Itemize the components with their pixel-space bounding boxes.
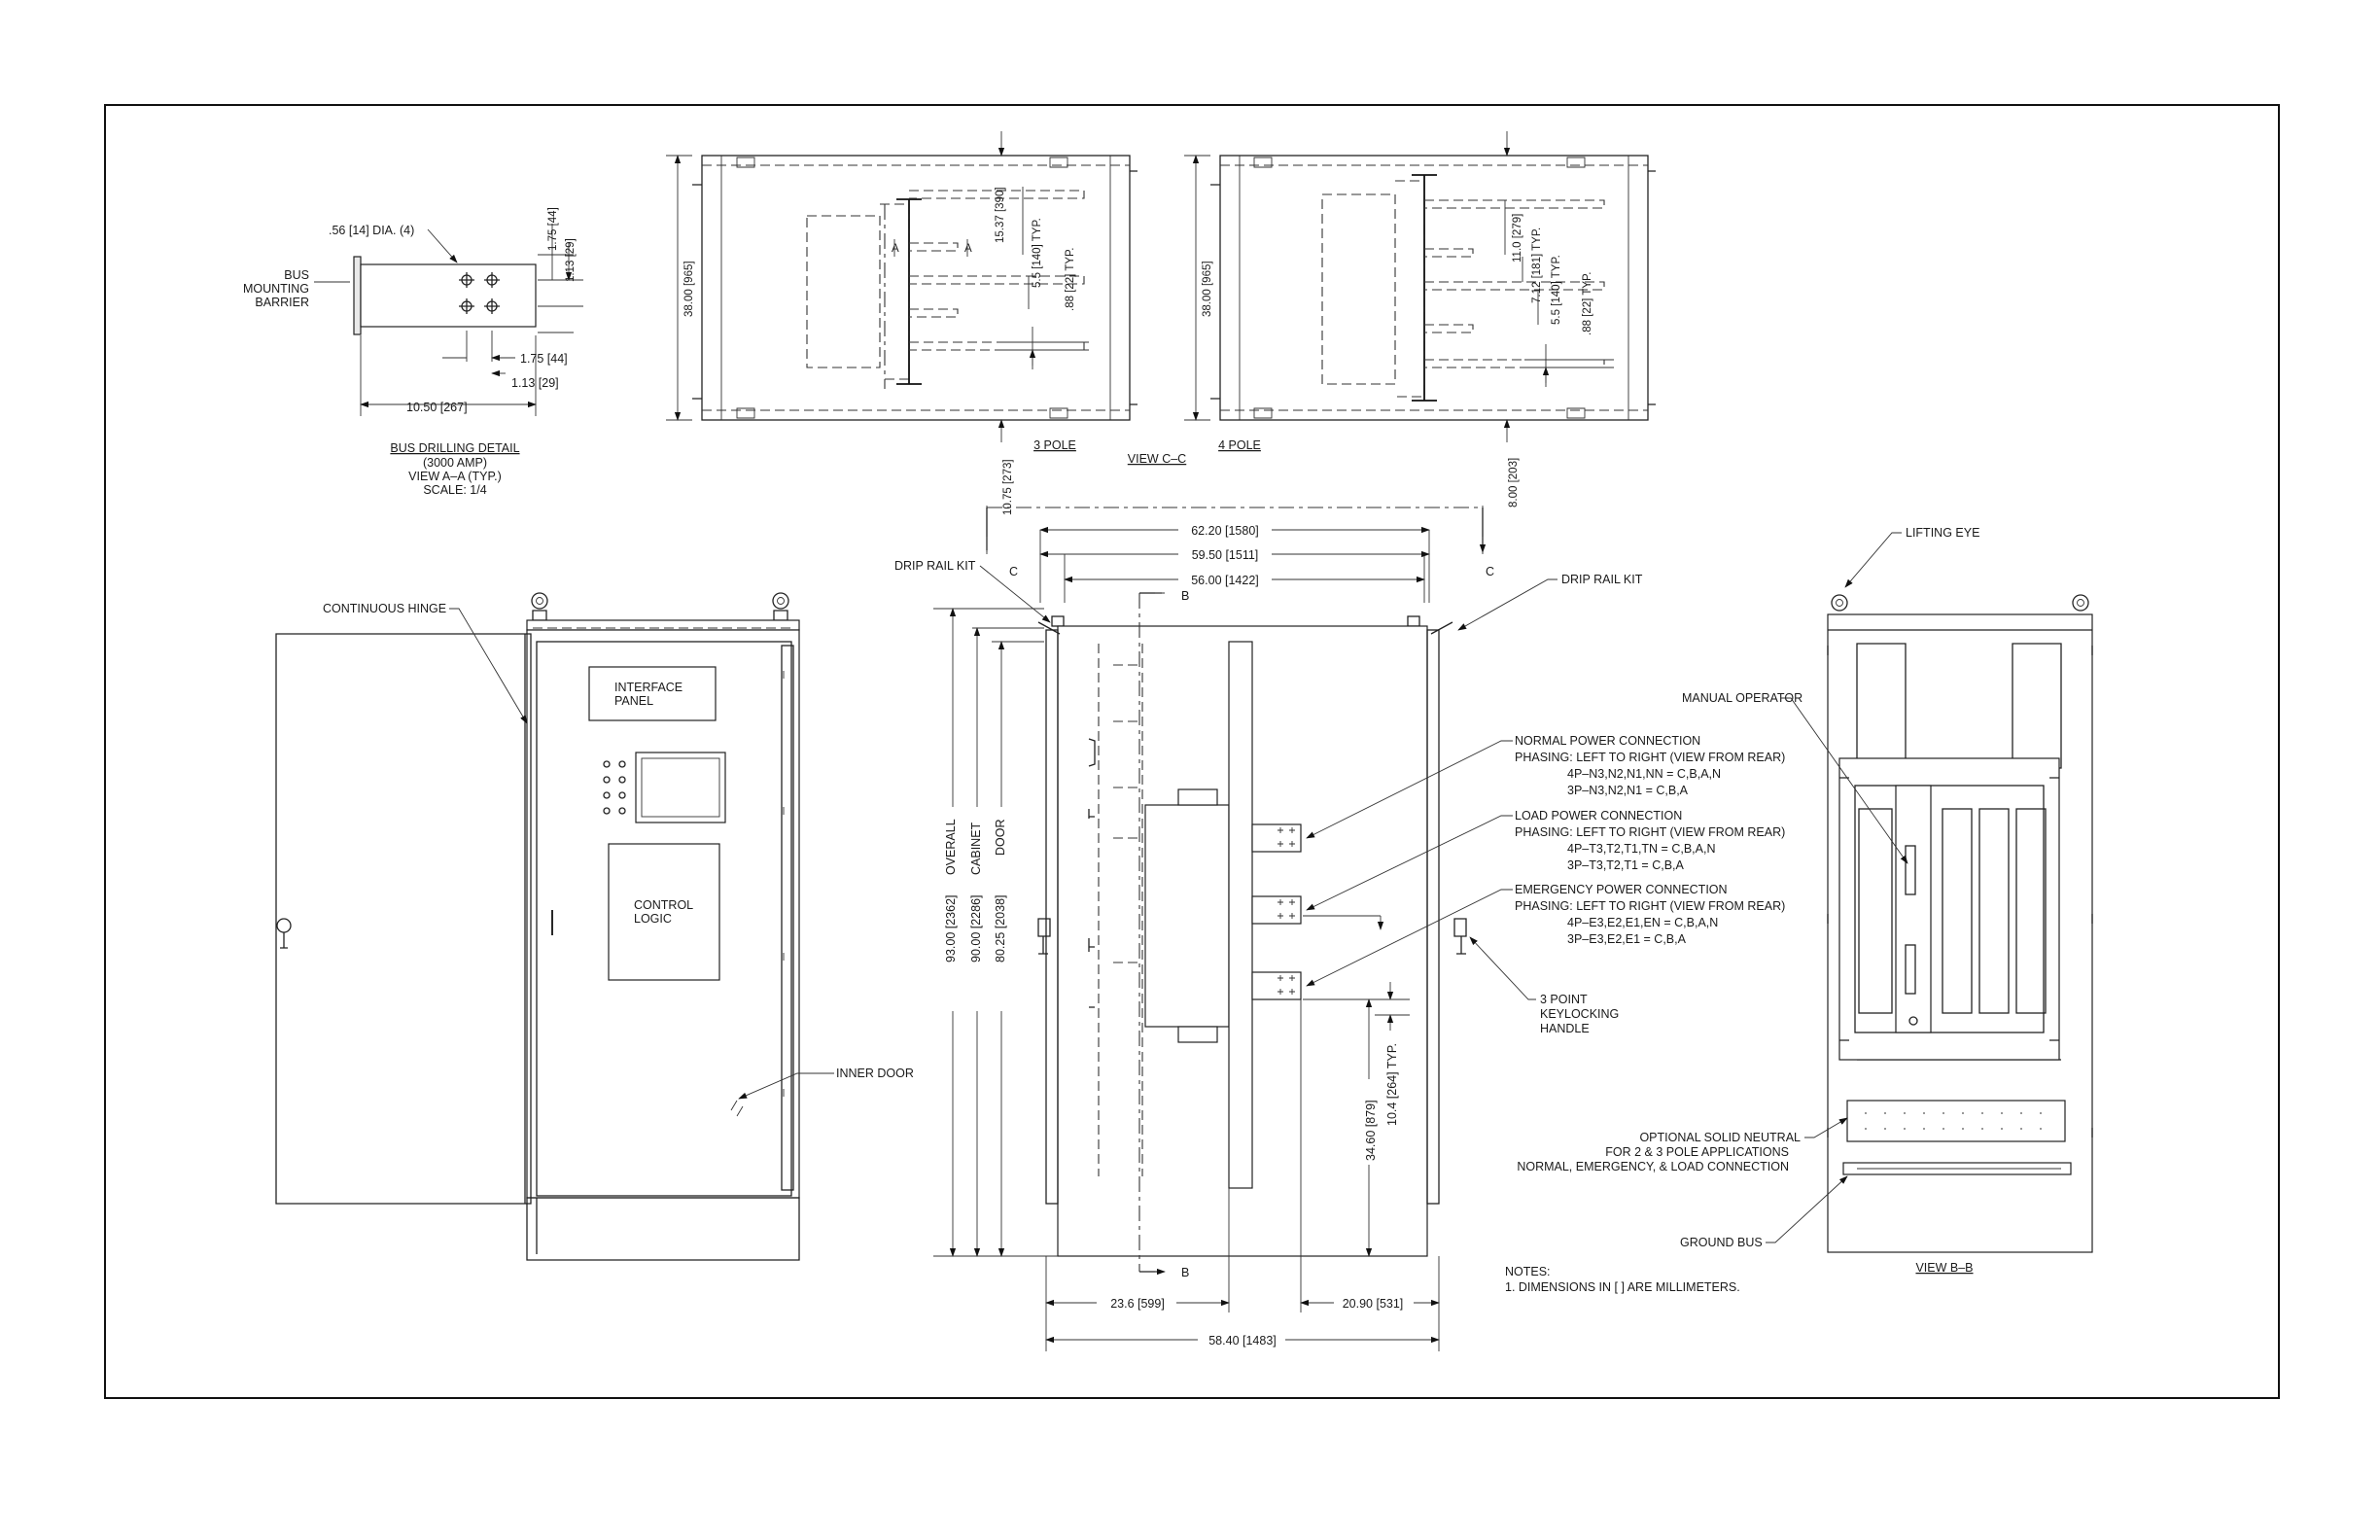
load-conn-4: 3P–T3,T2,T1 = C,B,A [1567, 858, 1685, 872]
dim-34-60: 34.60 [879] [1364, 1100, 1378, 1161]
label-4-pole: 4 POLE [1218, 438, 1261, 452]
dim-bus-bottom2: 1.13 [29] [511, 376, 559, 390]
interface-panel-label-1: INTERFACE [614, 681, 682, 694]
dim-20-90: 20.90 [531] [1343, 1297, 1404, 1311]
dim-4p-depth: 8.00 [203] [1508, 458, 1520, 508]
bus-drilling-detail: .56 [14] DIA. (4) BUS MOUNTING BARRIER 1… [243, 207, 583, 497]
emergency-conn-1: EMERGENCY POWER CONNECTION [1515, 883, 1728, 896]
label-3-pole: 3 POLE [1033, 438, 1076, 452]
dim-bus-top2: 1.13 [29] [565, 238, 577, 282]
drip-rail-label-right: DRIP RAIL KIT [1561, 573, 1643, 586]
dim-3p-height: 38.00 [965] [683, 261, 695, 317]
normal-conn-1: NORMAL POWER CONNECTION [1515, 734, 1700, 748]
control-logic-label-2: LOGIC [634, 912, 672, 926]
load-conn-2: PHASING: LEFT TO RIGHT (VIEW FROM REAR) [1515, 825, 1785, 839]
drip-rail-label-left: DRIP RAIL KIT [894, 559, 976, 573]
dim-bus-width: 10.50 [267] [406, 401, 468, 414]
dim-56-00: 56.00 [1422] [1191, 574, 1259, 587]
interface-panel-label-2: PANEL [614, 694, 653, 708]
emergency-conn-2: PHASING: LEFT TO RIGHT (VIEW FROM REAR) [1515, 899, 1785, 913]
section-a-right: A [964, 243, 972, 255]
neutral-label-3: NORMAL, EMERGENCY, & LOAD CONNECTION [1517, 1160, 1789, 1173]
section-c-left: C [1009, 565, 1018, 578]
bus-detail-caption-1: (3000 AMP) [423, 456, 487, 470]
hole-dia-label: .56 [14] DIA. (4) [329, 224, 414, 237]
bus-detail-caption-3: SCALE: 1/4 [423, 483, 486, 497]
neutral-label-1: OPTIONAL SOLID NEUTRAL [1639, 1131, 1801, 1144]
keylock-label-2: KEYLOCKING [1540, 1007, 1619, 1021]
bus-detail-caption-2: VIEW A–A (TYP.) [408, 470, 502, 483]
view-cc-4-pole: 11.0 [279] 7.12 [181] TYP. 5.5 [140] TYP… [1184, 131, 1656, 508]
notes-line-1: 1. DIMENSIONS IN [ ] ARE MILLIMETERS. [1505, 1280, 1740, 1294]
manual-operator-label: MANUAL OPERATOR [1682, 691, 1802, 705]
normal-conn-3: 4P–N3,N2,N1,NN = C,B,A,N [1567, 767, 1721, 781]
dim-4p-5-5: 5.5 [140] TYP. [1551, 255, 1562, 325]
side-view: 62.20 [1580] 59.50 [1511] 56.00 [1422] C… [894, 506, 1785, 1351]
barrier-label-2: MOUNTING [243, 282, 309, 296]
ground-bus-label: GROUND BUS [1680, 1236, 1763, 1249]
keylock-label-1: 3 POINT [1540, 993, 1588, 1006]
continuous-hinge-label: CONTINUOUS HINGE [323, 602, 446, 615]
barrier-label-1: BUS [284, 268, 309, 282]
dim-bus-top: 1.75 [44] [547, 207, 559, 251]
dim-3p-5-5: 5.5 [140] TYP. [1032, 218, 1043, 288]
view-cc-title: VIEW C–C [1128, 452, 1186, 466]
dim-90-00: 90.00 [2286] [969, 894, 983, 962]
dim-4p-88: .88 [22] TYP. [1582, 272, 1593, 335]
lifting-eye-label: LIFTING EYE [1906, 526, 1979, 540]
dim-10-4: 10.4 [264] TYP. [1385, 1043, 1399, 1126]
barrier-label-3: BARRIER [255, 296, 309, 309]
keylock-label-3: HANDLE [1540, 1022, 1590, 1035]
bus-detail-title: BUS DRILLING DETAIL [390, 441, 519, 455]
sheet-border [104, 104, 2280, 1399]
neutral-label-2: FOR 2 & 3 POLE APPLICATIONS [1605, 1145, 1789, 1159]
dim-bus-bottom: 1.75 [44] [520, 352, 568, 366]
inner-door-label: INNER DOOR [836, 1067, 914, 1080]
notes-title: NOTES: [1505, 1265, 1551, 1278]
label-cabinet: CABINET [969, 822, 983, 875]
dim-93-00: 93.00 [2362] [944, 894, 958, 962]
label-door: DOOR [994, 820, 1007, 857]
load-conn-1: LOAD POWER CONNECTION [1515, 809, 1682, 822]
section-b-top: B [1181, 589, 1189, 603]
front-view: INTERFACE PANEL CONTROL LOGIC CONTINUOUS… [275, 592, 914, 1261]
normal-conn-4: 3P–N3,N2,N1 = C,B,A [1567, 784, 1689, 797]
control-logic-label-1: CONTROL [634, 898, 693, 912]
emergency-conn-4: 3P–E3,E2,E1 = C,B,A [1567, 932, 1687, 946]
dim-3p-depth: 10.75 [273] [1002, 459, 1014, 515]
label-overall: OVERALL [944, 819, 958, 875]
normal-conn-2: PHASING: LEFT TO RIGHT (VIEW FROM REAR) [1515, 751, 1785, 764]
dim-4p-7-12: 7.12 [181] TYP. [1531, 228, 1543, 303]
section-b-bottom: B [1181, 1266, 1189, 1279]
load-conn-3: 4P–T3,T2,T1,TN = C,B,A,N [1567, 842, 1715, 856]
dim-3p-88: .88 [22] TYP. [1065, 248, 1076, 311]
dim-80-25: 80.25 [2038] [994, 894, 1007, 962]
dim-3p-15-37: 15.37 [390] [995, 187, 1006, 243]
dim-58-40: 58.40 [1483] [1208, 1334, 1277, 1348]
dim-4p-height: 38.00 [965] [1202, 261, 1213, 317]
view-cc-3-pole: A A 15.37 [390] 5.5 [140] TYP. .88 [22] … [666, 131, 1138, 515]
section-c-right: C [1486, 565, 1494, 578]
dim-4p-11-0: 11.0 [279] [1512, 214, 1523, 262]
emergency-conn-3: 4P–E3,E2,E1,EN = C,B,A,N [1567, 916, 1718, 929]
dim-62-20: 62.20 [1580] [1191, 524, 1259, 538]
view-bb: LIFTING EYE MANUAL OPERATOR OPTIONAL SOL… [1517, 526, 2093, 1275]
dim-23-6: 23.6 [599] [1110, 1297, 1165, 1311]
section-a-left: A [892, 243, 899, 255]
dim-59-50: 59.50 [1511] [1192, 548, 1259, 562]
view-bb-title: VIEW B–B [1915, 1261, 1973, 1275]
